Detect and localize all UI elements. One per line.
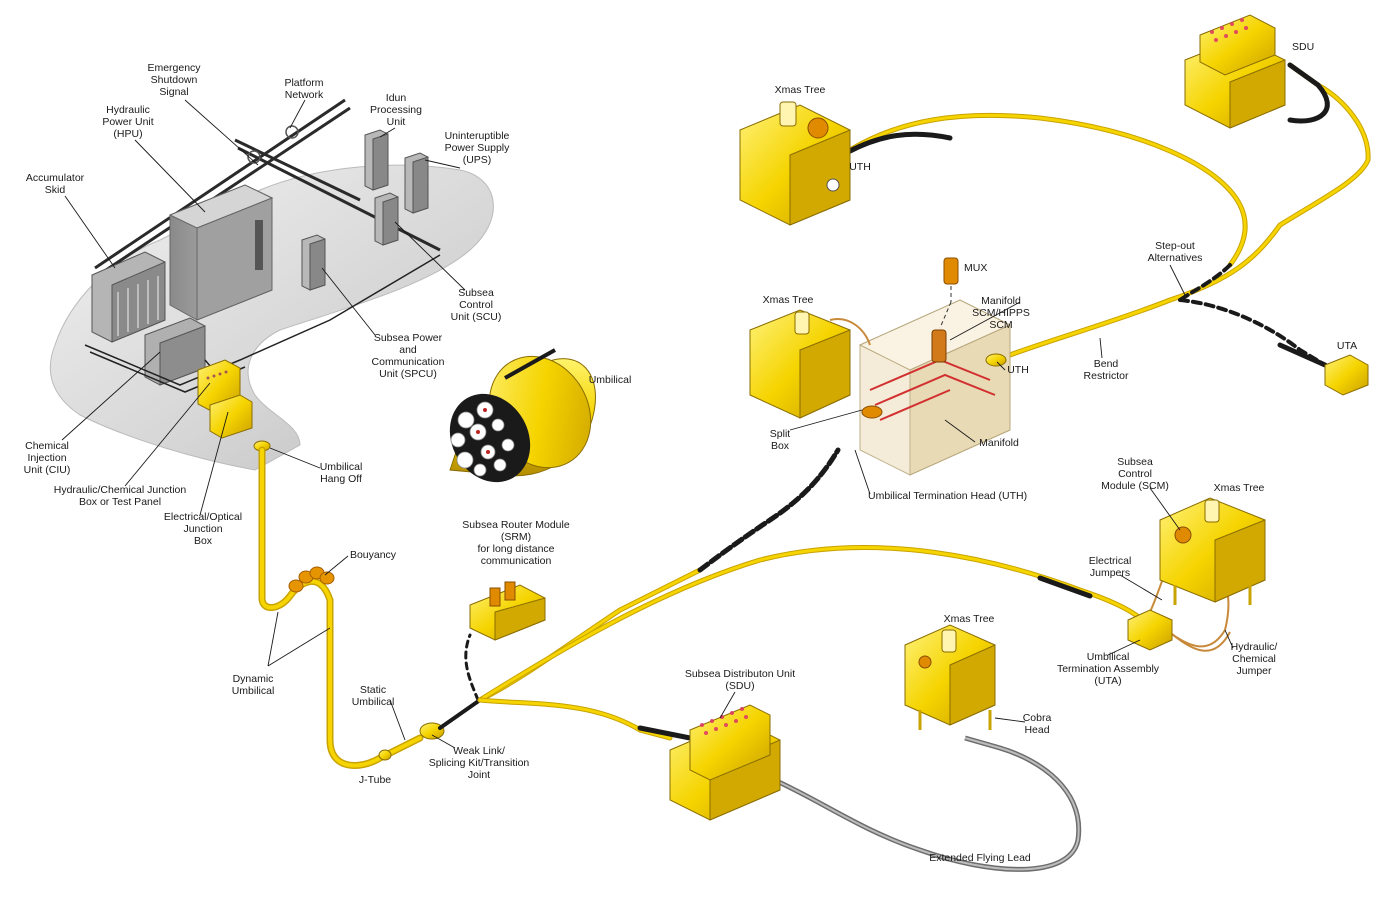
accumulator-skid-label: Accumulator Skid bbox=[25, 172, 85, 196]
extended-flying-lead-label: Extended Flying Lead bbox=[929, 852, 1031, 864]
scu-unit bbox=[374, 192, 399, 246]
xmas-tree-right bbox=[1159, 497, 1266, 605]
uta-top-right bbox=[1324, 354, 1369, 396]
uta-top-label: UTA bbox=[1336, 340, 1358, 352]
network-coupling bbox=[285, 125, 299, 139]
callout-lines bbox=[61, 99, 1234, 749]
idun-processing-unit bbox=[364, 129, 389, 191]
static-umbilical-label: Static Umbilical bbox=[351, 684, 395, 708]
scu-label: Subsea Control Unit (SCU) bbox=[450, 287, 502, 323]
manifold-structure bbox=[858, 299, 1012, 476]
j-tube-label: J-Tube bbox=[358, 774, 392, 786]
topside-platform bbox=[49, 98, 494, 471]
cobra-head-label: Cobra Head bbox=[1022, 712, 1052, 736]
sdu-top-label: SDU bbox=[1292, 41, 1315, 53]
dynamic-umbilical-label: Dynamic Umbilical bbox=[231, 673, 275, 697]
ciu-module bbox=[144, 317, 206, 386]
dynamic-umbilical bbox=[258, 446, 424, 769]
xmas-tree-right-label: Xmas Tree bbox=[1213, 482, 1265, 494]
weak-link-joint bbox=[378, 722, 445, 761]
optical-junction-box bbox=[209, 394, 253, 439]
umbilical-label: Umbilical bbox=[588, 374, 632, 386]
xmas-tree-bottom-label: Xmas Tree bbox=[943, 613, 995, 625]
platform-network-label: Platform Network bbox=[284, 77, 324, 101]
ups-label: Uninteruptible Power Supply (UPS) bbox=[444, 130, 510, 166]
main-umbilical-routes bbox=[438, 62, 1371, 741]
weak-link-label: Weak Link/ Splicing Kit/Transition Joint bbox=[428, 745, 530, 781]
flying-lead-highlight bbox=[769, 737, 1080, 871]
uta-full-label: Umbilical Termination Assembly (UTA) bbox=[1056, 651, 1160, 687]
bend-restrictor-label: Bend Restrictor bbox=[1083, 358, 1129, 382]
electrical-jumpers-label: Electrical Jumpers bbox=[1088, 555, 1132, 579]
bouyancy-modules bbox=[288, 566, 335, 593]
bouyancy-label: Bouyancy bbox=[349, 549, 397, 561]
emergency-shutdown-label: Emergency Shutdown Signal bbox=[147, 62, 201, 98]
uth-full-label: Umbilical Termination Head (UTH) bbox=[868, 490, 1028, 502]
manifold-label: Manifold bbox=[979, 437, 1019, 449]
xmas-tree-top bbox=[739, 101, 851, 226]
extended-flying-lead bbox=[768, 735, 1082, 872]
mux-label: MUX bbox=[964, 262, 988, 274]
uth-top-label: UTH bbox=[849, 161, 871, 173]
split-box-label: Split Box bbox=[769, 428, 791, 452]
optical-junction-label: Electrical/Optical Junction Box bbox=[163, 511, 243, 547]
idun-processing-label: Idun Processing Unit bbox=[370, 92, 422, 128]
hydraulic-jumper-label: Hydraulic/ Chemical Jumper bbox=[1230, 641, 1278, 677]
hang-off-label: Umbilical Hang Off bbox=[319, 461, 363, 485]
ups-unit bbox=[404, 152, 429, 214]
hpu-label: Hydraulic Power Unit (HPU) bbox=[102, 104, 154, 140]
accumulator-skid bbox=[91, 251, 166, 343]
srm-label: Subsea Router Module (SRM) for long dist… bbox=[462, 519, 570, 567]
manifold-scm-label: Manifold SCM/HIPPS SCM bbox=[972, 295, 1030, 331]
ciu-label: Chemical Injection Unit (CIU) bbox=[23, 440, 71, 476]
hpu-module bbox=[168, 184, 274, 321]
scm-label: Subsea Control Module (SCM) bbox=[1101, 456, 1169, 492]
sdu-top bbox=[1184, 14, 1286, 129]
xmas-tree-mid-label: Xmas Tree bbox=[762, 294, 814, 306]
manifold-scm bbox=[931, 329, 947, 363]
network-coupling bbox=[247, 150, 261, 164]
mux-module bbox=[939, 257, 959, 329]
junction-box-label: Hydraulic/Chemical Junction Box or Test … bbox=[53, 484, 187, 508]
sdu-bottom-label: Subsea Distributon Unit (SDU) bbox=[684, 668, 796, 692]
sdu-bottom bbox=[669, 704, 781, 821]
step-out-label: Step-out Alternatives bbox=[1147, 240, 1203, 264]
xmas-tree-top-label: Xmas Tree bbox=[774, 84, 826, 96]
split-box bbox=[861, 405, 883, 419]
spcu-label: Subsea Power and Communication Unit (SPC… bbox=[371, 332, 445, 380]
srm-module bbox=[469, 581, 546, 641]
scm-module bbox=[1174, 526, 1192, 544]
xmas-tree-bottom bbox=[904, 624, 996, 730]
manifold-uth bbox=[985, 353, 1007, 367]
umbilical-cross-section bbox=[449, 348, 596, 483]
xmas-tree-mid bbox=[749, 309, 871, 419]
uth-mid-label: UTH bbox=[1007, 364, 1029, 376]
spcu-unit bbox=[301, 234, 326, 291]
